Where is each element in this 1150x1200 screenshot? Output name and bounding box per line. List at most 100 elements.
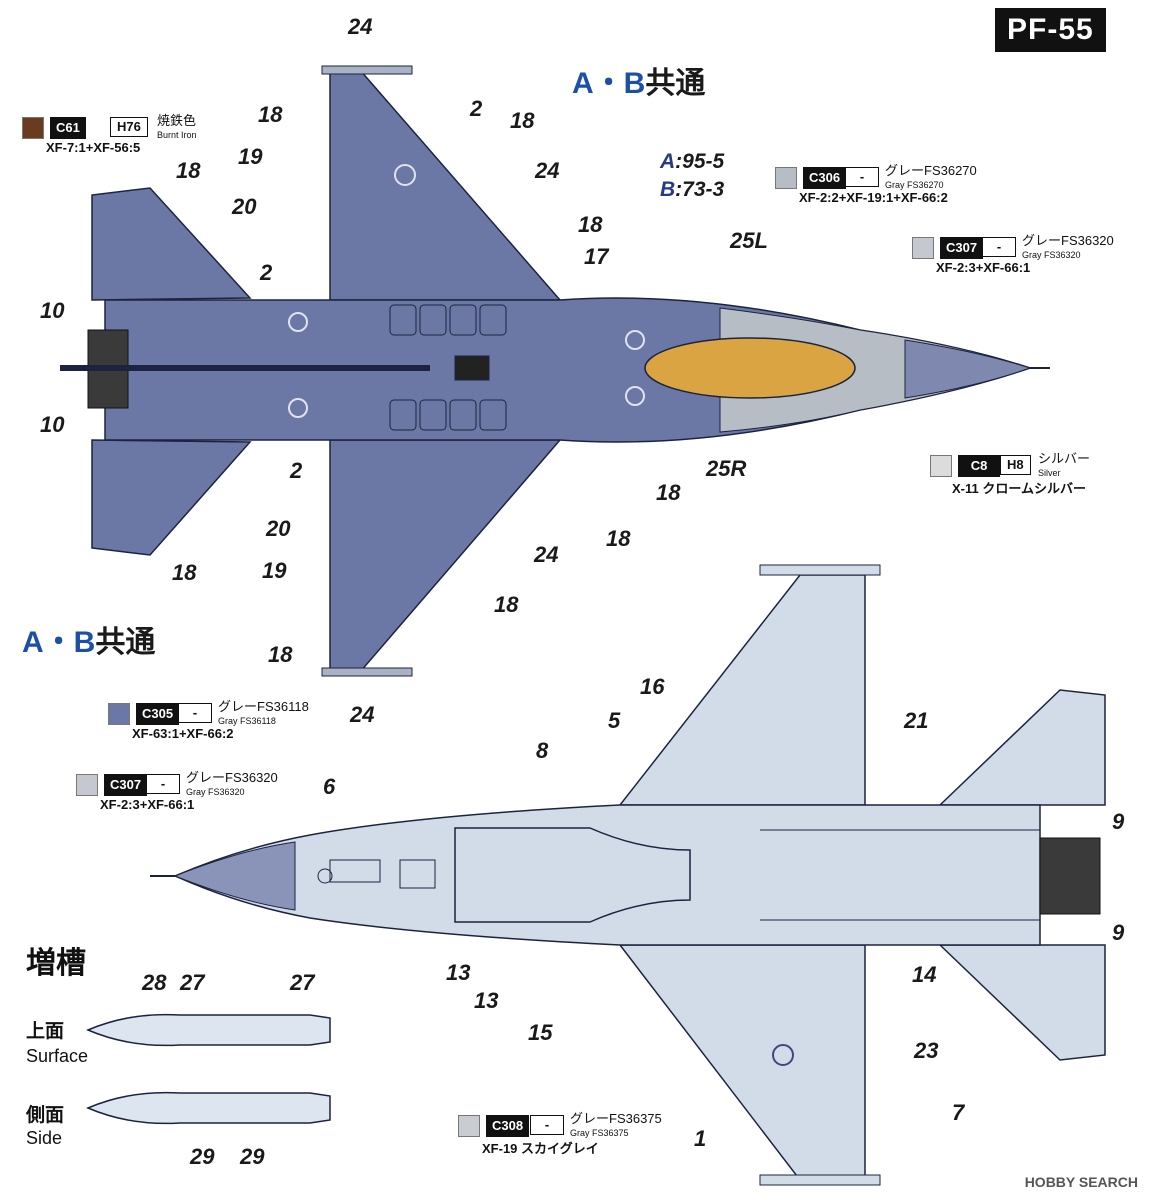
paint-c61-name-en: Burnt Iron bbox=[157, 130, 197, 140]
callout-2-b: 2 bbox=[260, 260, 273, 285]
paint-c305-code: C305 bbox=[136, 703, 180, 725]
paint-c307-top-hobby: - bbox=[982, 237, 1016, 257]
tank-top-shape bbox=[86, 1013, 331, 1047]
paint-c307-top-code: C307 bbox=[940, 237, 984, 259]
paint-c8-name-en: Silver bbox=[1038, 468, 1061, 478]
paint-c8-hobby: H8 bbox=[1000, 455, 1031, 475]
paint-c306-swatch bbox=[775, 167, 797, 189]
callout-5: 5 bbox=[608, 708, 621, 733]
header-top-kanji: 共通 bbox=[645, 67, 706, 100]
callout-25R: 25R bbox=[706, 456, 747, 481]
callout-18-h: 18 bbox=[494, 592, 519, 617]
paint-c307-top-mix: XF-2:3+XF-66:1 bbox=[936, 260, 1031, 275]
paint-c8-code: C8 bbox=[958, 455, 1000, 477]
lower-roundel bbox=[772, 1044, 794, 1066]
callout-18-i: 18 bbox=[268, 642, 293, 667]
paint-c61-hobby: H76 bbox=[110, 117, 148, 137]
tank-top-label-en: Surface bbox=[26, 1046, 89, 1066]
paint-c306-name-jp: グレーFS36270 bbox=[885, 163, 977, 178]
paint-c308-swatch bbox=[458, 1115, 480, 1137]
kit-number-badge: PF-55 bbox=[995, 8, 1106, 52]
callout-9-b: 9 bbox=[1112, 920, 1125, 945]
tank-side-label-jp: 側面 bbox=[26, 1105, 65, 1126]
callout-18-f: 18 bbox=[656, 480, 681, 505]
paint-c8-swatch bbox=[930, 455, 952, 477]
tank-title: 増槽 bbox=[26, 947, 86, 980]
paint-c305: C305 - グレーFS36118 Gray FS36118 XF-63:1+X… bbox=[108, 699, 328, 744]
callout-15: 15 bbox=[528, 1020, 553, 1045]
paint-c307-bottom-name-en: Gray FS36320 bbox=[186, 787, 245, 797]
paint-c307-bottom-name-jp: グレーFS36320 bbox=[186, 770, 278, 785]
paint-c306-mix: XF-2:2+XF-19:1+XF-66:2 bbox=[799, 190, 948, 205]
code-b: B:73-3 bbox=[660, 178, 724, 202]
upper-roundels bbox=[288, 164, 645, 418]
code-a: A:95-5 bbox=[660, 150, 724, 174]
callout-8: 8 bbox=[536, 738, 549, 763]
callout-19-a: 19 bbox=[238, 144, 263, 169]
code-b-value: :73-3 bbox=[675, 178, 725, 201]
tank-side-shape bbox=[86, 1091, 331, 1125]
callout-2-c: 2 bbox=[290, 458, 303, 483]
callout-24-c: 24 bbox=[534, 542, 559, 567]
upper-stab-bottom bbox=[91, 439, 252, 556]
callout-14: 14 bbox=[912, 962, 937, 987]
callout-6: 6 bbox=[323, 774, 336, 799]
tank-top-label-jp: 上面 bbox=[26, 1021, 65, 1042]
callout-21: 21 bbox=[904, 708, 929, 733]
header-bottom-ab: A・B bbox=[22, 626, 96, 659]
callout-18-b: 18 bbox=[510, 108, 535, 133]
code-a-letter: A bbox=[660, 150, 676, 173]
callout-19-b: 19 bbox=[262, 558, 287, 583]
paint-c61: C61 H76 焼鉄色 Burnt Iron XF-7:1+XF-56:5 bbox=[22, 114, 222, 158]
callout-18-g: 18 bbox=[606, 526, 631, 551]
lower-nozzle bbox=[1039, 837, 1101, 915]
paint-c306-hobby: - bbox=[845, 167, 879, 187]
callout-28: 28 bbox=[142, 970, 167, 995]
paint-c307-top: C307 - グレーFS36320 Gray FS36320 XF-2:3+XF… bbox=[912, 233, 1137, 278]
callout-18-d: 18 bbox=[172, 560, 197, 585]
paint-c8-mix: X-11 クロームシルバー bbox=[952, 481, 1086, 496]
paint-c307-bottom-hobby: - bbox=[146, 774, 180, 794]
callout-13-b: 13 bbox=[474, 988, 499, 1013]
code-b-letter: B bbox=[660, 178, 676, 201]
paint-c306-name-en: Gray FS36270 bbox=[885, 180, 944, 190]
callout-27-b: 27 bbox=[290, 970, 315, 995]
paint-c61-swatch bbox=[22, 117, 44, 139]
paint-c307-bottom-swatch bbox=[76, 774, 98, 796]
paint-c308-hobby: - bbox=[530, 1115, 564, 1135]
paint-c308-name-en: Gray FS36375 bbox=[570, 1128, 629, 1138]
upper-wingtip-rail-bottom bbox=[321, 667, 413, 677]
lower-wingtip-rail-bottom bbox=[759, 1174, 881, 1186]
paint-c305-hobby: - bbox=[178, 703, 212, 723]
callout-24-b: 24 bbox=[535, 158, 560, 183]
paint-c61-code: C61 bbox=[50, 117, 86, 139]
callout-9-a: 9 bbox=[1112, 809, 1125, 834]
header-top-ab: A・B bbox=[572, 67, 646, 100]
paint-c307-bottom: C307 - グレーFS36320 Gray FS36320 XF-2:3+XF… bbox=[76, 770, 301, 815]
paint-c307-bottom-code: C307 bbox=[104, 774, 148, 796]
callout-7: 7 bbox=[952, 1100, 965, 1125]
upper-wingtip-rail-top bbox=[321, 65, 413, 75]
paint-c305-swatch bbox=[108, 703, 130, 725]
callout-10-b: 10 bbox=[40, 412, 65, 437]
upper-stab-top bbox=[91, 187, 252, 301]
paint-c306: C306 - グレーFS36270 Gray FS36270 XF-2:2+XF… bbox=[775, 163, 1015, 208]
callout-13-a: 13 bbox=[446, 960, 471, 985]
callout-25L: 25L bbox=[730, 228, 768, 253]
paint-c307-top-name-jp: グレーFS36320 bbox=[1022, 233, 1114, 248]
paint-c308-code: C308 bbox=[486, 1115, 530, 1137]
callout-20-b: 20 bbox=[266, 516, 291, 541]
paint-c307-top-swatch bbox=[912, 237, 934, 259]
paint-c308-name-jp: グレーFS36375 bbox=[570, 1111, 662, 1126]
header-top: A・B共通 bbox=[572, 58, 705, 102]
paint-c305-name-jp: グレーFS36118 bbox=[218, 699, 309, 714]
paint-c61-mix: XF-7:1+XF-56:5 bbox=[46, 140, 141, 155]
lower-wingtip-rail-top bbox=[759, 564, 881, 576]
callout-27-a: 27 bbox=[180, 970, 205, 995]
upper-nose-radome bbox=[904, 339, 1032, 399]
header-bottom: A・B共通 bbox=[22, 617, 155, 661]
paint-c305-mix: XF-63:1+XF-66:2 bbox=[132, 726, 234, 741]
lower-stab-bottom bbox=[938, 944, 1106, 1061]
